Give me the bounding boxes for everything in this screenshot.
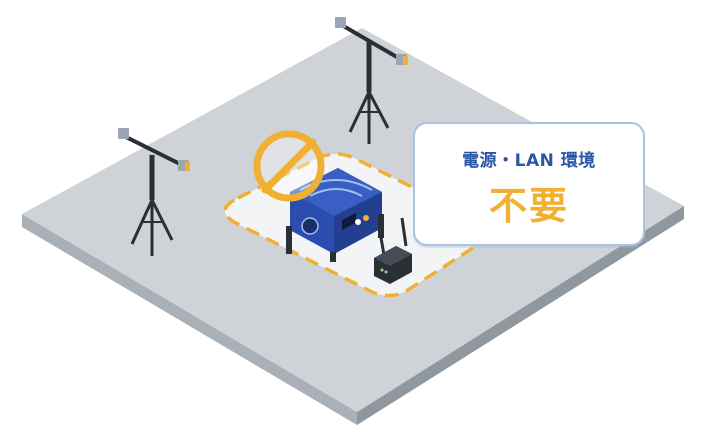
callout-title: 電源・LAN 環境 — [462, 151, 596, 171]
callout-emphasis: 不要 — [488, 184, 569, 228]
tripod-light-stand-icon — [118, 128, 190, 256]
platform-left-side — [22, 214, 357, 425]
prohibition-sign-icon — [253, 130, 325, 202]
tripod-light-stand-icon — [335, 17, 408, 144]
callout-box: 電源・LAN 環境 不要 — [413, 122, 645, 246]
platform-right-side — [357, 206, 684, 425]
wifi-router-icon — [374, 217, 412, 284]
